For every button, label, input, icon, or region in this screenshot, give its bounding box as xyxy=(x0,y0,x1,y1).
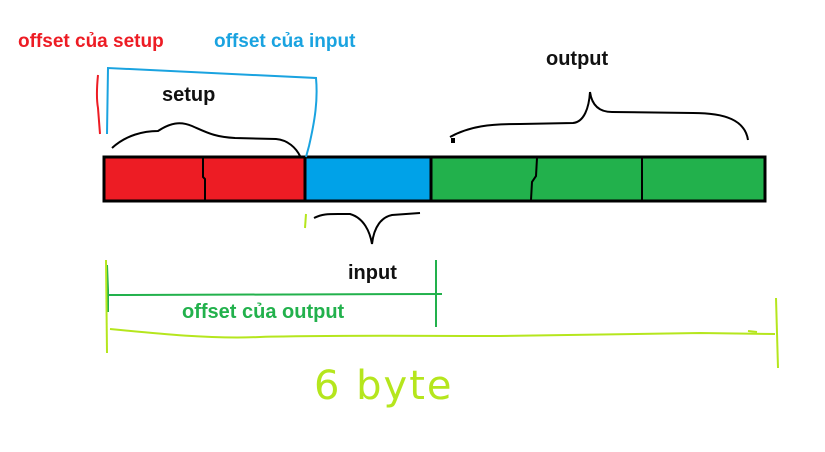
output-label: output xyxy=(546,48,609,70)
output-block xyxy=(431,157,765,201)
output-brace xyxy=(449,91,749,141)
offset-input-marker xyxy=(106,66,318,158)
total-size-label: 6 byte xyxy=(314,363,454,409)
setup-label: setup xyxy=(162,84,216,106)
offset-output-tick xyxy=(304,213,307,229)
output-brace-dot xyxy=(451,138,455,143)
setup-brace xyxy=(111,122,301,157)
offset-input-label: offset của input xyxy=(214,31,356,52)
offset-setup-marker xyxy=(95,74,101,135)
offset-setup-label: offset của setup xyxy=(18,31,164,52)
input-brace xyxy=(313,212,421,245)
byte-separators xyxy=(202,157,643,201)
offset-output-marker xyxy=(106,260,443,327)
total-size-marker xyxy=(105,259,779,369)
input-label: input xyxy=(348,262,397,284)
input-block xyxy=(305,157,431,201)
block-outline xyxy=(102,155,767,203)
offset-output-label: offset của output xyxy=(182,301,345,323)
